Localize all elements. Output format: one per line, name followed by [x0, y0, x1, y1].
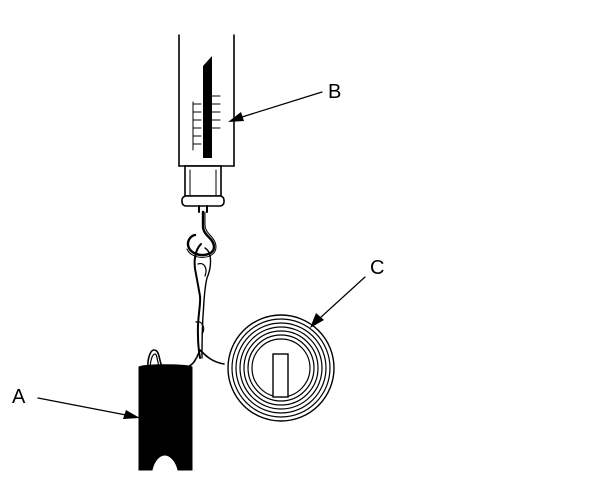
label-a: A: [12, 386, 26, 408]
leader-b: [228, 91, 323, 122]
leader-c: [310, 276, 366, 328]
leader-a: [37, 397, 140, 419]
scale-hook: [186, 210, 217, 258]
scale-graduations: [192, 95, 221, 151]
label-b: B: [328, 81, 341, 103]
spring-hook-loop-inner: [149, 353, 160, 371]
coil-spring: [227, 314, 335, 422]
component-a-body: [138, 364, 193, 471]
scale-neck: [181, 165, 225, 213]
hanging-wire: [193, 243, 212, 359]
label-c: C: [370, 257, 384, 279]
coil-center-slot: [272, 353, 289, 398]
spring-scale: [178, 34, 235, 258]
scale-pointer: [203, 56, 212, 158]
component-a: [138, 364, 193, 471]
